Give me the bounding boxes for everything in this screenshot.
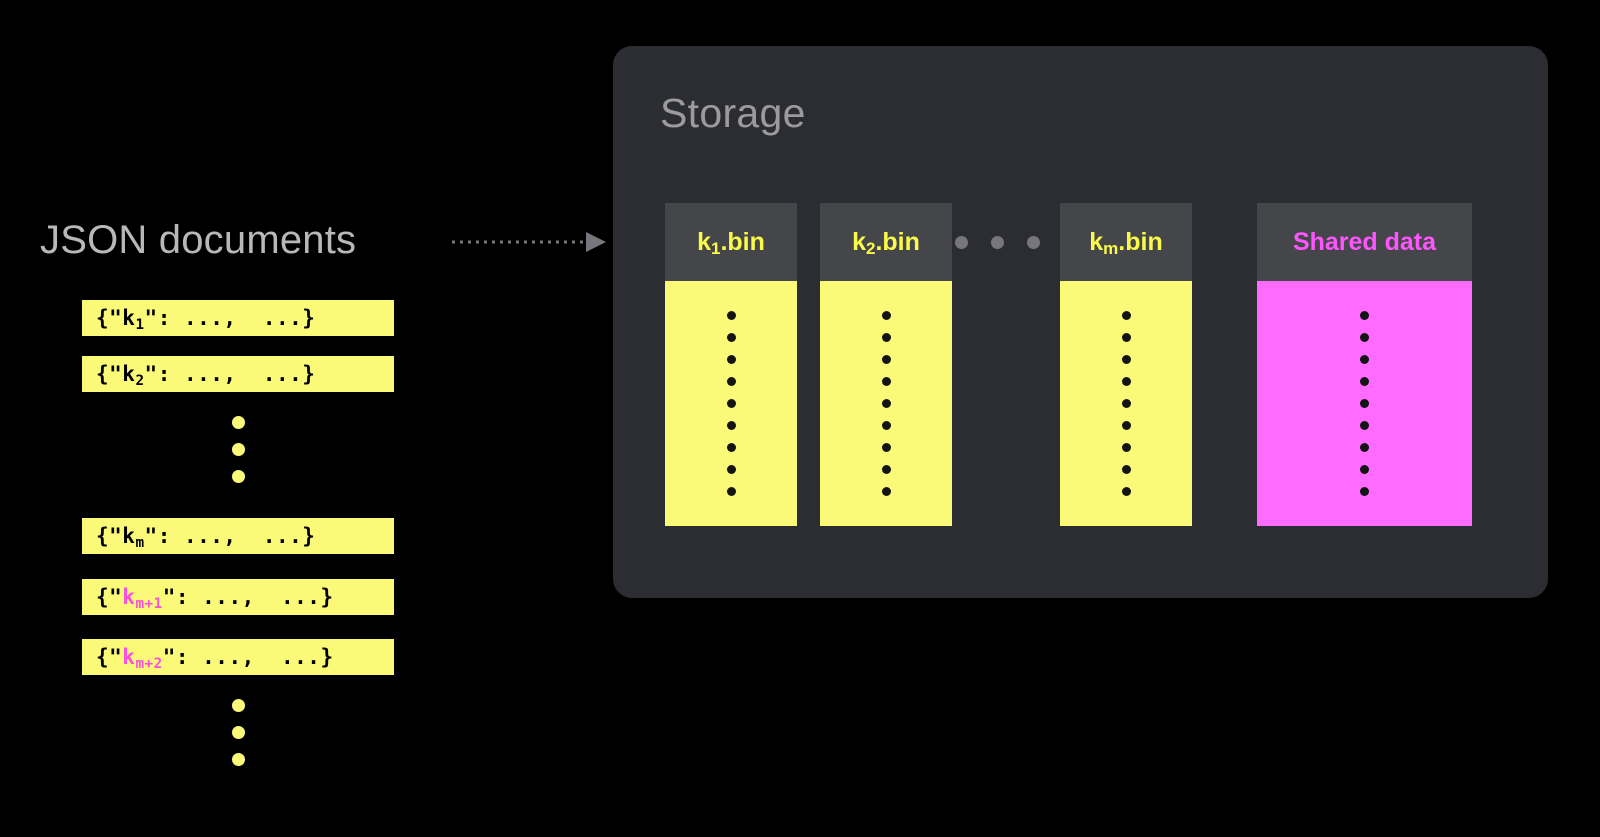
json-key-subscript: m+2 — [135, 655, 163, 672]
json-document-text: {"km+2": ..., ...} — [96, 645, 334, 672]
record-dot — [1360, 377, 1369, 386]
storage-bin-shared-data[interactable]: Shared data — [1257, 203, 1472, 526]
json-document-box-k1: {"k1": ..., ...} — [82, 300, 394, 336]
record-dot — [1121, 465, 1131, 474]
json-key-subscript: m+1 — [135, 595, 163, 612]
storage-bin-subscript: m — [1103, 238, 1119, 258]
record-dot — [1360, 443, 1369, 452]
json-key-subscript: 2 — [135, 372, 145, 389]
record-dot — [881, 399, 891, 408]
ellipsis-dot — [232, 470, 245, 483]
json-document-text: {"km+1": ..., ...} — [96, 585, 334, 612]
ellipsis-dot — [232, 726, 245, 739]
json-key: km+1 — [122, 585, 163, 612]
record-dot — [726, 399, 736, 408]
record-dot — [1121, 399, 1131, 408]
record-dot — [1121, 443, 1131, 452]
json-key-subscript: m — [135, 534, 145, 551]
storage-bin-header: Shared data — [1257, 203, 1472, 281]
record-dot — [1360, 465, 1369, 474]
record-dot — [1121, 311, 1131, 320]
storage-bin-k1[interactable]: k1.bin — [665, 203, 797, 526]
json-document-box-km1: {"km+1": ..., ...} — [82, 579, 394, 615]
record-dot — [881, 377, 891, 386]
record-dot — [881, 333, 891, 342]
record-dot — [881, 421, 891, 430]
record-dot — [726, 377, 736, 386]
storage-bin-body — [1060, 281, 1192, 526]
json-key-subscript: 1 — [135, 316, 145, 333]
json-key: k1 — [122, 306, 145, 333]
json-document-box-km: {"km": ..., ...} — [82, 518, 394, 554]
record-dot — [1360, 355, 1369, 364]
json-document-box-k2: {"k2": ..., ...} — [82, 356, 394, 392]
record-dot — [1121, 421, 1131, 430]
json-key: km+2 — [122, 645, 163, 672]
ellipsis-dot — [991, 236, 1004, 249]
record-dot — [1360, 399, 1369, 408]
record-dot — [726, 487, 736, 496]
storage-bin-header: k2.bin — [820, 203, 952, 281]
storage-bins-ellipsis — [955, 236, 1040, 249]
json-key: km — [122, 524, 145, 551]
json-documents-ellipsis-bottom — [232, 699, 245, 766]
storage-bin-header: km.bin — [1060, 203, 1192, 281]
record-dot — [1360, 487, 1369, 496]
record-dot — [1360, 311, 1369, 320]
record-dot — [1360, 421, 1369, 430]
record-dot — [726, 311, 736, 320]
record-dot — [726, 443, 736, 452]
storage-bin-subscript: 1 — [711, 238, 721, 258]
ellipsis-dot — [232, 416, 245, 429]
storage-bin-label: km.bin — [1089, 227, 1163, 258]
json-key: k2 — [122, 362, 145, 389]
ellipsis-dot — [232, 753, 245, 766]
record-dot — [1121, 377, 1131, 386]
json-document-text: {"k1": ..., ...} — [96, 306, 316, 333]
record-dot — [1360, 333, 1369, 342]
record-dot — [726, 465, 736, 474]
ellipsis-dot — [232, 443, 245, 456]
record-dot — [881, 355, 891, 364]
record-dot — [726, 421, 736, 430]
storage-bin-label: k2.bin — [852, 227, 920, 258]
storage-bin-label: k1.bin — [697, 227, 765, 258]
record-dot — [726, 355, 736, 364]
flow-arrow-icon — [452, 232, 606, 252]
ellipsis-dot — [955, 236, 968, 249]
storage-bin-body — [665, 281, 797, 526]
record-dot — [726, 333, 736, 342]
storage-bin-header: k1.bin — [665, 203, 797, 281]
storage-bin-km[interactable]: km.bin — [1060, 203, 1192, 526]
ellipsis-dot — [232, 699, 245, 712]
record-dot — [881, 465, 891, 474]
storage-bin-body — [820, 281, 952, 526]
record-dot — [881, 311, 891, 320]
ellipsis-dot — [1027, 236, 1040, 249]
storage-panel: Storage k1.bin k2.bin — [613, 46, 1548, 598]
storage-bin-label: Shared data — [1292, 227, 1437, 256]
json-document-text: {"k2": ..., ...} — [96, 362, 316, 389]
json-documents-ellipsis-top — [232, 416, 245, 483]
record-dot — [881, 487, 891, 496]
record-dot — [1121, 487, 1131, 496]
record-dot — [1121, 333, 1131, 342]
json-documents-label: JSON documents — [40, 218, 357, 262]
json-document-text: {"km": ..., ...} — [96, 524, 316, 551]
record-dot — [881, 443, 891, 452]
record-dot — [1121, 355, 1131, 364]
storage-bin-subscript: 2 — [866, 238, 876, 258]
storage-bin-k2[interactable]: k2.bin — [820, 203, 952, 526]
storage-title: Storage — [660, 90, 806, 136]
storage-bin-body — [1257, 281, 1472, 526]
json-document-box-km2: {"km+2": ..., ...} — [82, 639, 394, 675]
